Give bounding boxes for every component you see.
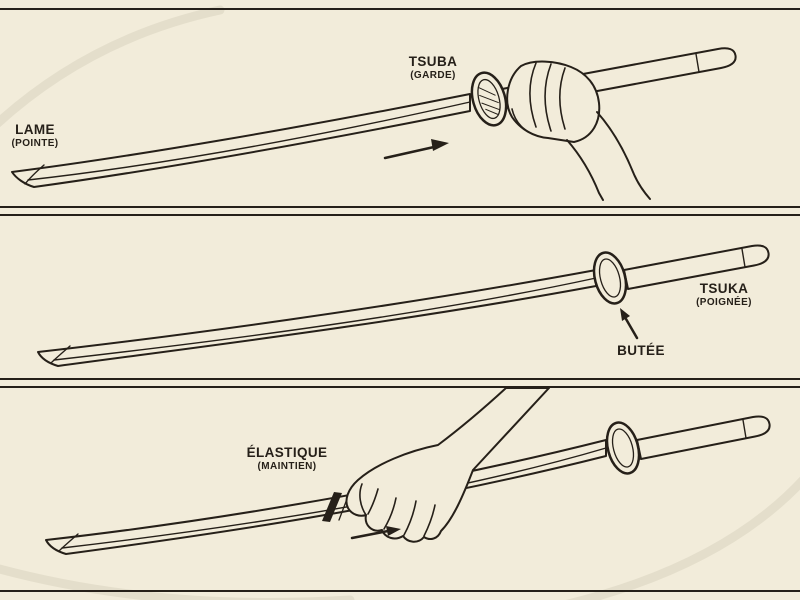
- tsuba-inner-rim: [598, 258, 622, 298]
- illustration-sword-grip: [11, 47, 737, 201]
- label-elastique-sub: (MAINTIEN): [257, 461, 317, 473]
- blade-ridge: [27, 101, 471, 181]
- direction-arrow-head: [386, 526, 401, 536]
- handle-cap-line: [695, 53, 700, 73]
- butee-pointer-arrow: [620, 308, 639, 340]
- tsuba-outer-rim: [592, 251, 628, 305]
- tsuba-inner-rim: [477, 78, 501, 120]
- panel-top-grip-demonstration: TSUBA (GARDE) LAME (POINTE): [0, 8, 800, 208]
- hand: [345, 388, 550, 543]
- panel-middle-sword-parts: TSUKA (POIGNÉE) BUTÉE: [0, 214, 800, 380]
- label-lame-main: LAME: [15, 122, 55, 137]
- butee-arrow-head: [620, 308, 630, 321]
- blade-tip-bevel: [58, 533, 79, 552]
- thumb-line: [511, 108, 539, 137]
- butee-arrow-shaft: [624, 317, 639, 340]
- direction-arrow: [383, 139, 449, 160]
- direction-arrow-shaft: [383, 145, 436, 160]
- tsuba-guard: [470, 71, 508, 127]
- label-tsuka: TSUKA (POIGNÉE): [672, 281, 776, 309]
- direction-arrow-shaft: [350, 529, 390, 540]
- tsuba-guard: [605, 421, 641, 475]
- handle: [623, 244, 770, 290]
- label-tsuba-sub: (GARDE): [410, 70, 456, 82]
- wrist-lines: [566, 111, 651, 201]
- tsuba-hatching: [477, 86, 500, 115]
- label-tsuka-sub: (POIGNÉE): [696, 297, 752, 309]
- label-elastique: ÉLASTIQUE (MAINTIEN): [237, 445, 337, 473]
- direction-arrow-head: [431, 139, 449, 151]
- finger-lines: [367, 488, 436, 537]
- label-butee: BUTÉE: [601, 343, 681, 359]
- panel-bottom-elastic-grip: ÉLASTIQUE (MAINTIEN): [0, 386, 800, 592]
- tsuba-outer-rim: [605, 421, 641, 475]
- blade: [45, 439, 607, 555]
- decor-stroke-bottom-left: [0, 564, 355, 600]
- decor-stroke-bottom-right: [565, 476, 800, 600]
- label-tsuba-main: TSUBA: [408, 54, 458, 69]
- label-tsuka-main: TSUKA: [699, 281, 749, 296]
- tsuba-guard: [592, 251, 628, 305]
- blade-tip-bevel: [24, 164, 45, 185]
- label-tsuba: TSUBA (GARDE): [383, 54, 483, 82]
- label-lame: LAME (POINTE): [2, 122, 68, 150]
- blade: [11, 93, 471, 188]
- label-lame-sub: (POINTE): [11, 138, 59, 150]
- finger-lines: [529, 62, 566, 132]
- tsuba-inner-rim: [611, 428, 635, 468]
- label-elastique-main: ÉLASTIQUE: [246, 445, 328, 460]
- illustration-elastic-grip: [45, 388, 771, 555]
- blade-ridge: [61, 447, 607, 549]
- thumb-line: [359, 483, 367, 516]
- handle-cap-line: [742, 419, 747, 439]
- illustration-sword-parts: [37, 244, 770, 367]
- elastic-band-body: [322, 492, 342, 522]
- label-butee-main: BUTÉE: [617, 343, 665, 358]
- decor-stroke-top-left: [0, 5, 225, 128]
- handle-cap-line: [741, 248, 746, 268]
- handle: [636, 415, 771, 460]
- blade-tip-bevel: [50, 345, 71, 364]
- blade-ridge: [53, 277, 597, 361]
- direction-arrow: [350, 526, 401, 540]
- blade: [37, 269, 597, 367]
